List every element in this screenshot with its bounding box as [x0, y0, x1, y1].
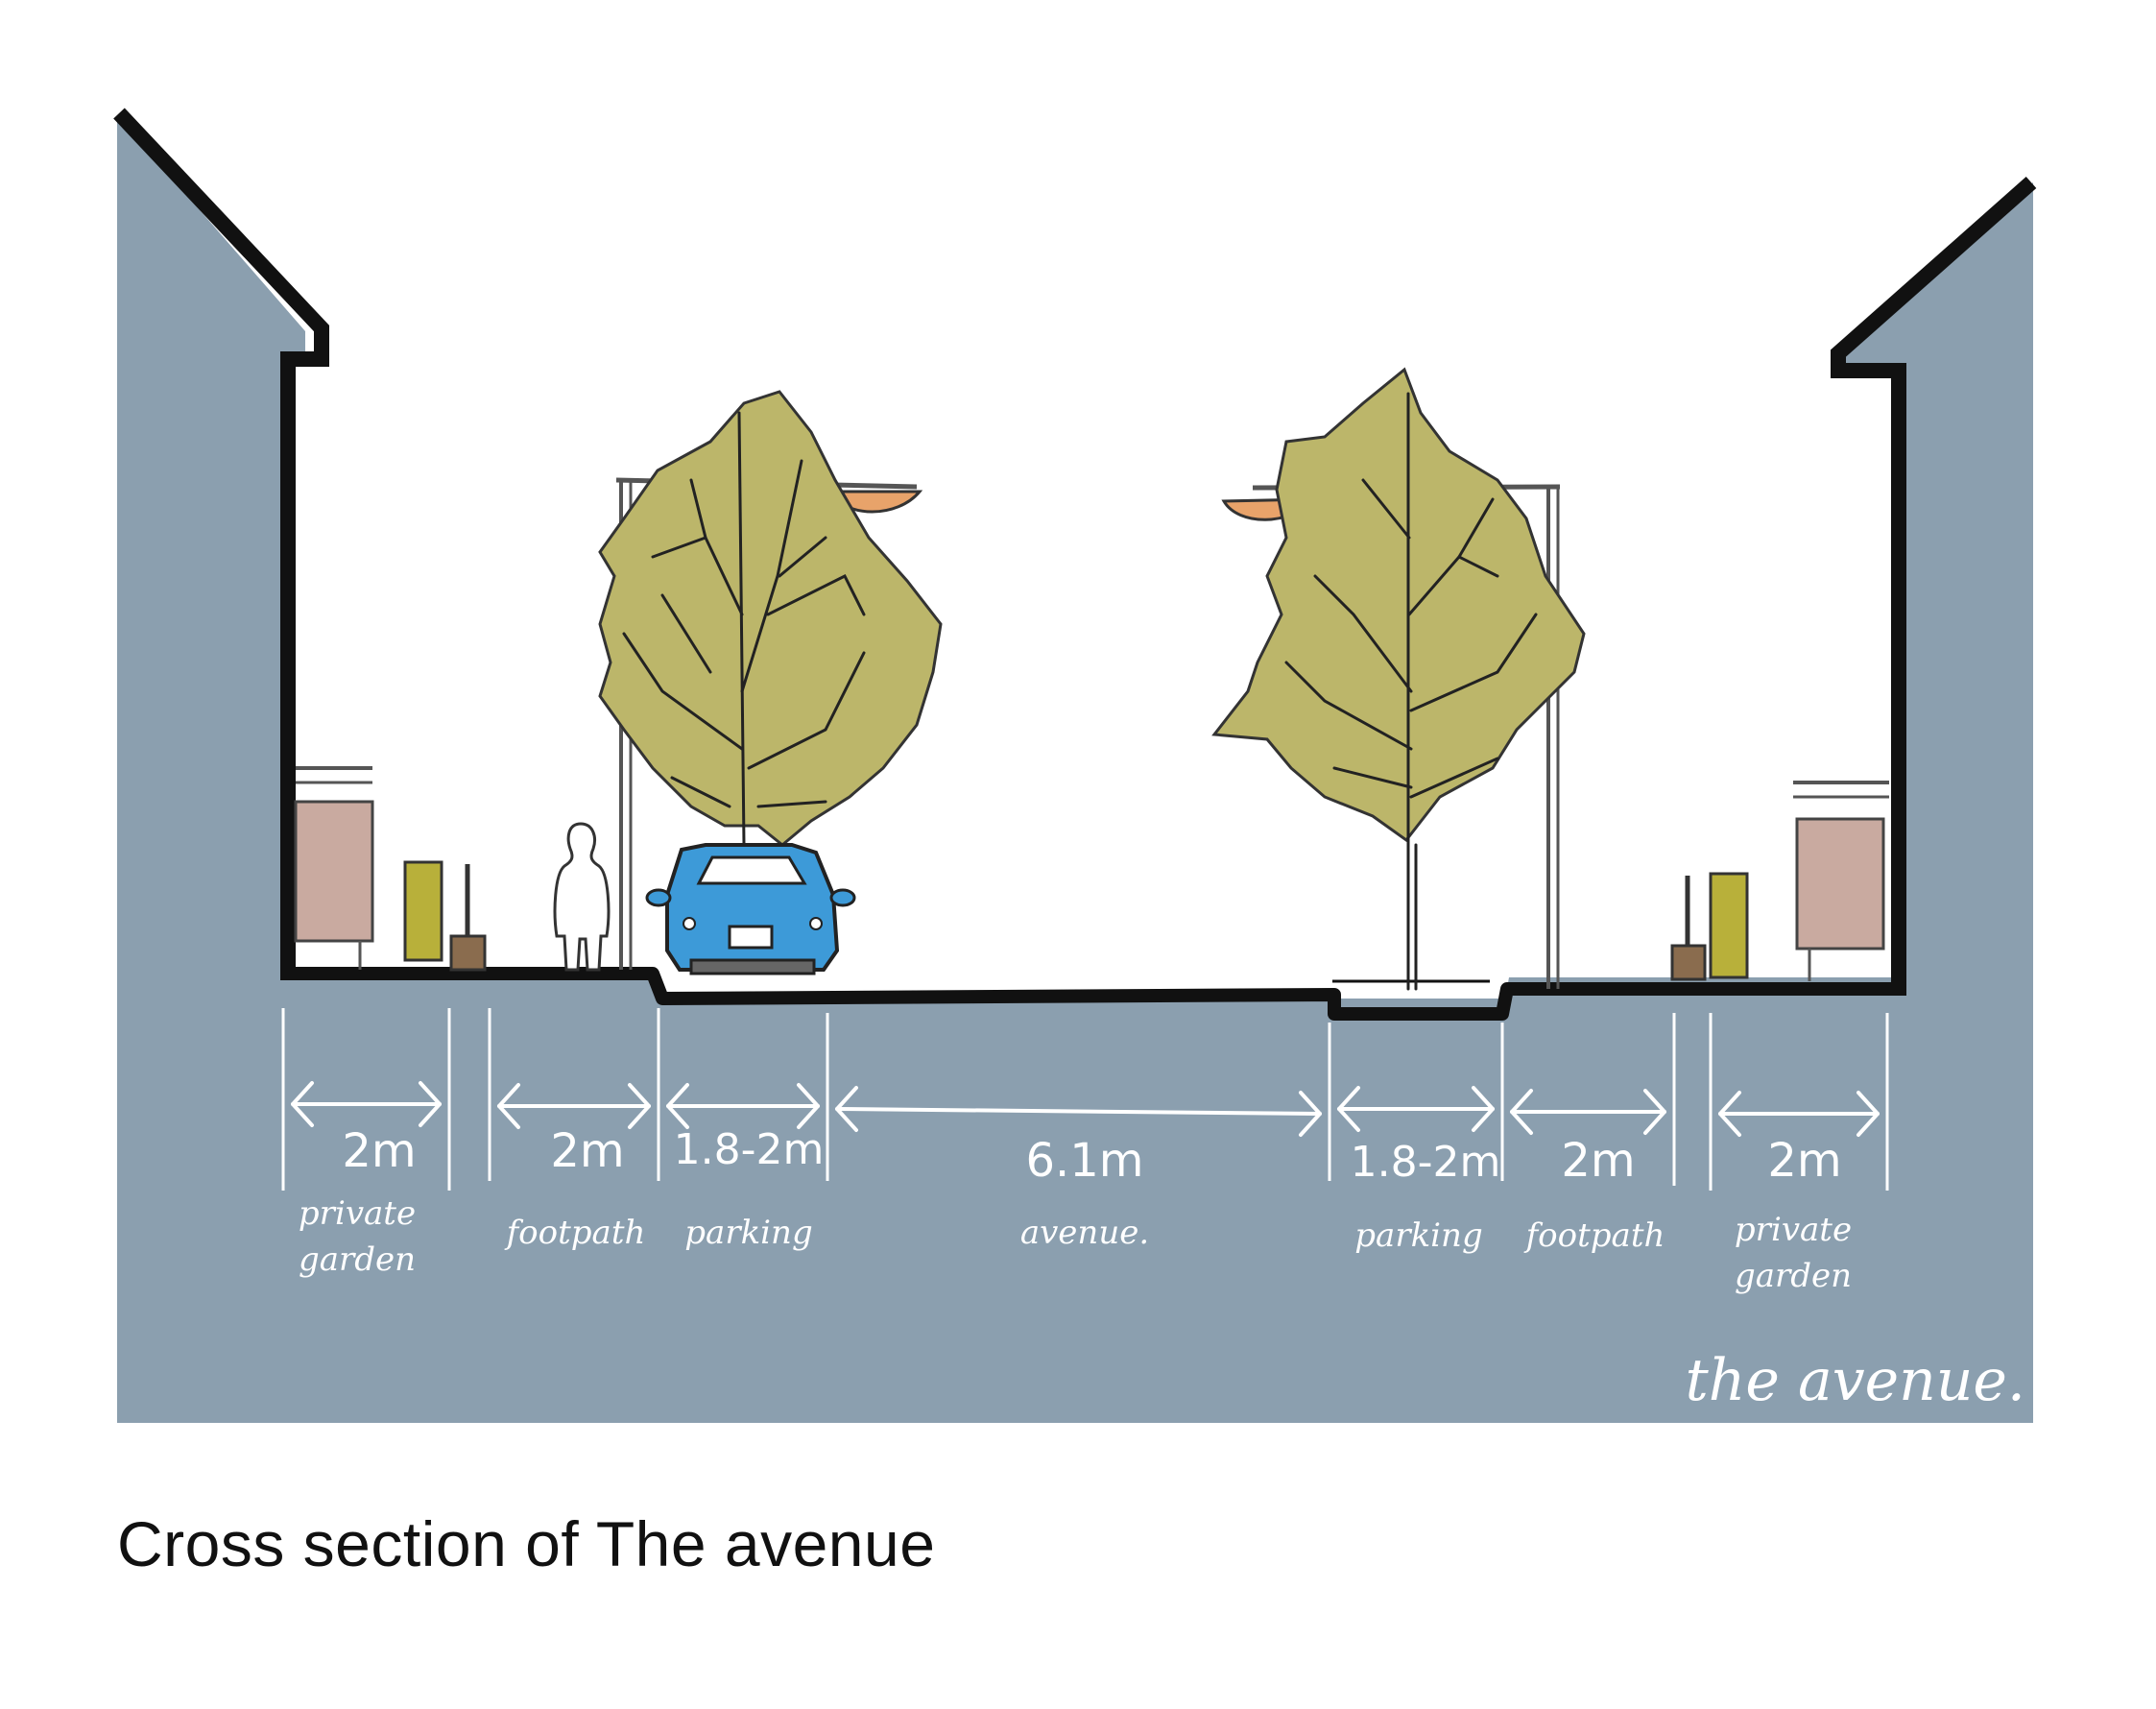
dimension-lines	[281, 1008, 1889, 1191]
zone-width-avenue: 6.1m	[1025, 1134, 1143, 1188]
bollard-icon	[1670, 876, 1707, 981]
car-icon	[645, 843, 856, 975]
zone-label-footpath-left: footpath	[504, 1214, 646, 1252]
zone-widths: 2m 2m 1.8-2m 6.1m 1.8-2m 2m 2m	[342, 1124, 1841, 1188]
bollard-icon	[449, 864, 487, 972]
zone-label-footpath-right: footpath	[1523, 1216, 1665, 1255]
zone-width-parking-right: 1.8-2m	[1351, 1138, 1501, 1187]
street-ground-line	[280, 967, 1906, 1021]
zone-width-private-garden-left: 2m	[342, 1124, 416, 1178]
pedestrian-icon	[553, 822, 611, 972]
zone-width-parking-left: 1.8-2m	[674, 1125, 825, 1174]
garden-panel-right	[1793, 781, 1889, 981]
signature-the-avenue: the avenue.	[1686, 1347, 2025, 1414]
tree-icon	[598, 390, 943, 847]
house-left	[113, 108, 329, 974]
zone-label-parking-right: parking	[1354, 1216, 1482, 1255]
zone-label-avenue: avenue.	[1020, 1214, 1149, 1252]
bin-icon	[1709, 872, 1749, 979]
dimension-arrows	[291, 1081, 1880, 1137]
bin-icon	[403, 860, 443, 962]
zone-width-footpath-left: 2m	[550, 1124, 624, 1178]
figure-caption: Cross section of The avenue	[117, 1508, 936, 1579]
ground-and-buildings	[117, 115, 2033, 1423]
zone-label-parking-left: parking	[684, 1214, 812, 1252]
zone-width-private-garden-right: 2m	[1767, 1134, 1841, 1188]
house-right	[1831, 177, 2037, 991]
tree-icon	[1211, 367, 1586, 991]
garden-panel-left	[294, 766, 374, 970]
zone-width-footpath-right: 2m	[1561, 1134, 1635, 1188]
